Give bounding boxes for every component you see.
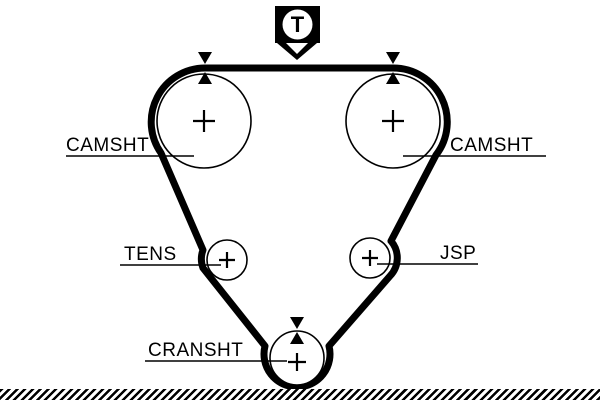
timing-belt-path (147, 64, 451, 391)
timing-mark-notch (286, 43, 308, 54)
triangle-down-icon (198, 52, 212, 64)
triangle-up-icon (198, 72, 212, 84)
camshaft-right-pulley (345, 73, 441, 169)
plus-mark-icon (288, 353, 306, 371)
tensioner-pulley (206, 239, 248, 281)
timing-mark-symbol: T (275, 6, 320, 60)
plus-mark-icon (362, 250, 378, 266)
triangle-down-icon (290, 317, 304, 329)
jsp-label: JSP (440, 243, 476, 264)
camshaft-right-label: CAMSHT (450, 135, 533, 156)
jsp-pulley (349, 237, 391, 279)
tensioner-label: TENS (124, 244, 177, 265)
plus-mark-icon (382, 110, 404, 132)
watermark-stripe-strip (0, 389, 600, 400)
crankshaft-pulley (269, 330, 325, 386)
plus-mark-icon (193, 110, 215, 132)
plus-mark-icon (219, 252, 235, 268)
triangle-up-icon (290, 332, 304, 344)
camshaft-left-label: CAMSHT (66, 135, 149, 156)
triangle-down-icon (386, 52, 400, 64)
timing-mark-letter: T (291, 12, 305, 37)
timing-mark-badge (282, 9, 313, 40)
camshaft-left-pulley (156, 73, 252, 169)
crankshaft-label: CRANSHT (148, 340, 243, 361)
triangle-up-icon (386, 72, 400, 84)
